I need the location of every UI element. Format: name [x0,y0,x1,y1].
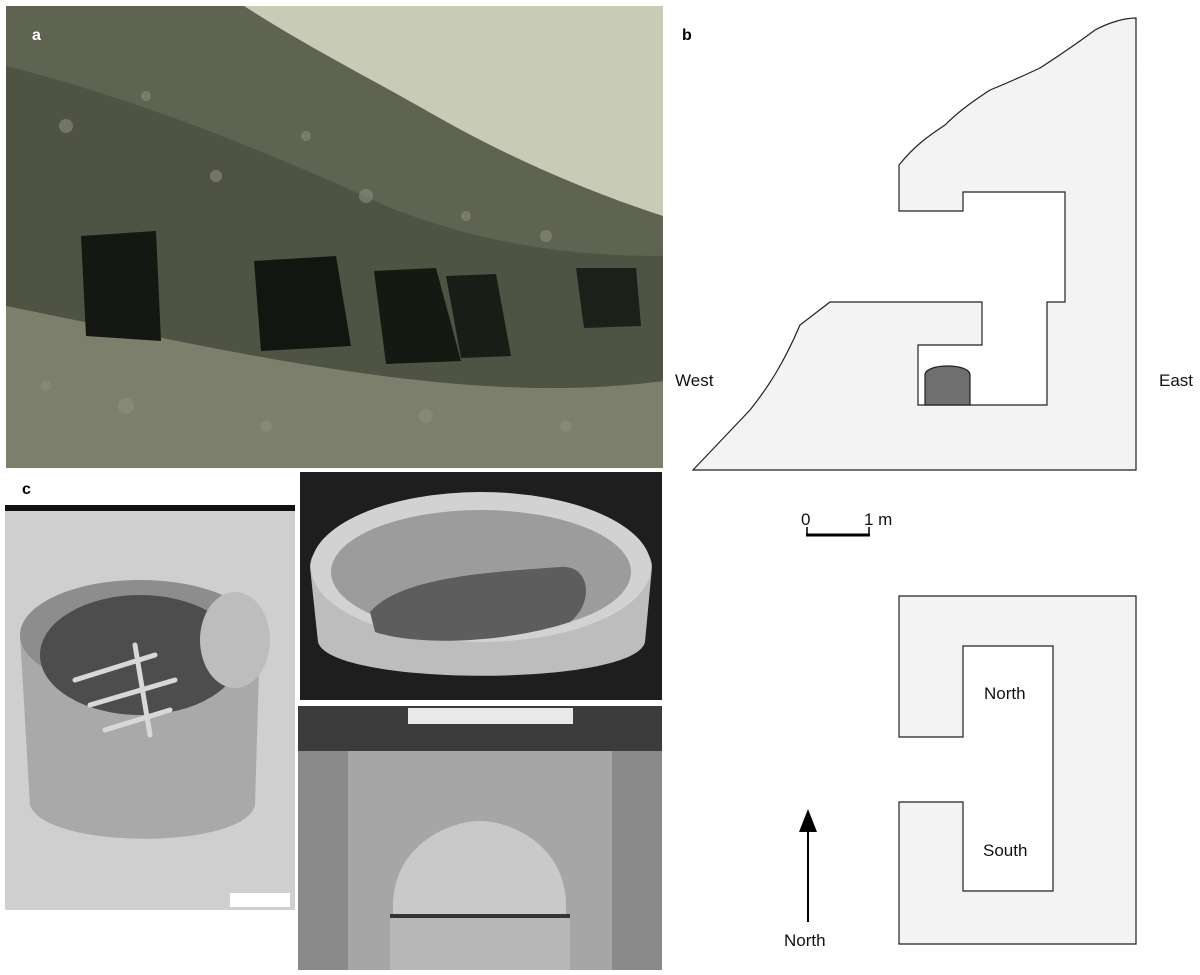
panel-label-b: b [682,27,692,44]
north-arrow-label: North [784,931,826,950]
north-arrow-icon [799,809,817,832]
label-south-chamber: South [983,841,1028,860]
label-west: West [675,371,714,390]
coffin-section-icon [924,365,971,406]
label-east: East [1159,371,1194,390]
photo-oval-coffin-mummy [300,472,662,700]
scale-bar-one-meter-label: 1 m [864,510,893,529]
scale-bar-zero-label: 0 [801,510,811,529]
photo-cliff-tombs [6,6,663,468]
tomb-floor-plan-outline [898,595,1137,945]
panel-label-c: c [22,481,31,498]
photo-coffin-in-niche [298,706,662,970]
photo-pot-burial-skeleton [5,505,295,910]
tomb-section-outline [691,17,1137,471]
panel-label-a: a [32,27,41,44]
label-north-chamber: North [984,684,1026,703]
